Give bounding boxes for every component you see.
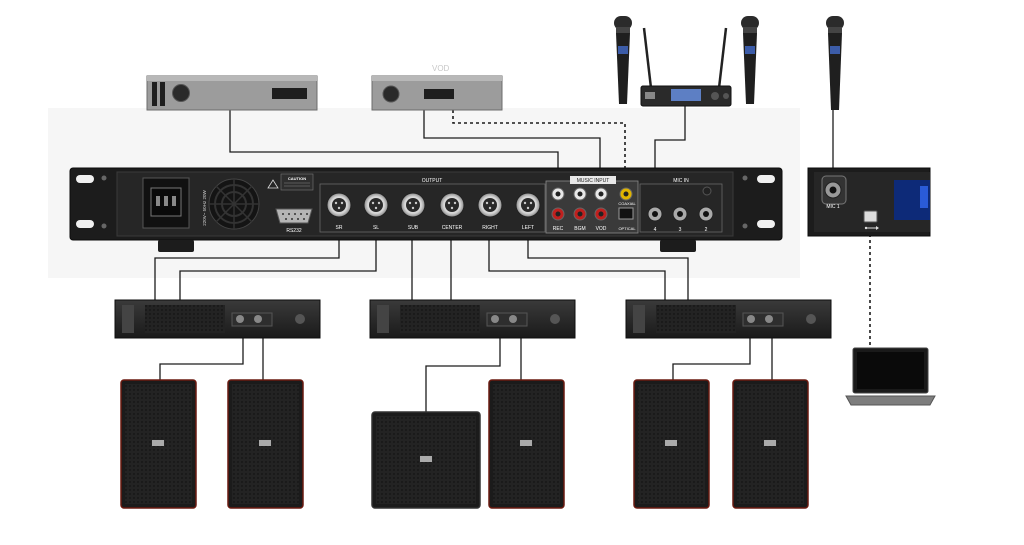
- coaxial-label: COAXIAL: [618, 201, 636, 206]
- mic-number-3: 3: [679, 227, 682, 233]
- speaker-icon: [488, 379, 565, 509]
- xlr-output-sl: [363, 192, 389, 218]
- speaker-icon: [633, 379, 710, 509]
- wireless-receiver-icon: [640, 27, 732, 107]
- mic-number-4: 4: [654, 227, 657, 233]
- coaxial-jack: [619, 187, 633, 201]
- output-label-center: CENTER: [442, 225, 463, 231]
- mic-jack-4: [647, 206, 663, 222]
- power-inlet: [142, 177, 190, 229]
- microphone-icon: [826, 16, 844, 110]
- rca-jack-bgm-white: [573, 187, 587, 201]
- rs232-label: RS232: [286, 228, 302, 234]
- ground-screw: [702, 186, 712, 196]
- rca-jack-vod-white: [594, 187, 608, 201]
- optical-port: [618, 207, 634, 220]
- xlr-output-sr: [326, 192, 352, 218]
- output-group-frame: [319, 183, 546, 233]
- source-device-1: [146, 75, 318, 111]
- xlr-output-sub: [400, 192, 426, 218]
- rca-jack-bgm-red: [573, 207, 587, 221]
- cooling-fan: [208, 178, 260, 230]
- mixer-front-panel: MIC 1: [807, 167, 931, 237]
- laptop-icon: [845, 347, 936, 406]
- power-rating: 220V~ 50Hz 20W: [202, 190, 207, 226]
- caution-label: CAUTION: [288, 176, 306, 181]
- output-label-left: LEFT: [522, 225, 534, 231]
- rs232-port: [275, 208, 313, 224]
- speaker-icon: [120, 379, 197, 509]
- speaker-icon: [732, 379, 809, 509]
- speaker-icon: [227, 379, 304, 509]
- xlr-output-right: [477, 192, 503, 218]
- mic-in-frame: [639, 183, 723, 233]
- mic-1-label: MIC 1: [826, 204, 840, 210]
- output-label-sl: SL: [373, 225, 379, 231]
- rca-label-vod: VOD: [596, 226, 607, 232]
- amplifier-icon: [369, 299, 576, 339]
- subwoofer-icon: [371, 411, 481, 509]
- usb-port: [863, 210, 878, 223]
- vod-player: VOD: [371, 64, 503, 111]
- amplifier-icon: [625, 299, 832, 339]
- vod-label: VOD: [432, 64, 450, 73]
- output-group-label: OUTPUT: [422, 178, 443, 184]
- optical-label: OPTICAL: [618, 226, 636, 231]
- output-label-sr: SR: [336, 225, 343, 231]
- music-input-label: MUSIC INPUT: [577, 178, 610, 184]
- rca-label-rec: REC: [553, 226, 564, 232]
- mic-jack-2: [698, 206, 714, 222]
- music-input-label-bg: [570, 176, 616, 184]
- mic-in-label: MIC IN: [673, 178, 689, 184]
- output-label-right: RIGHT: [482, 225, 498, 231]
- rca-jack-vod-red: [594, 207, 608, 221]
- mic-jack-3: [672, 206, 688, 222]
- caution-sticker: CAUTION: [267, 173, 314, 191]
- xlr-output-center: [439, 192, 465, 218]
- mic-number-2: 2: [705, 227, 708, 233]
- output-label-sub: SUB: [408, 225, 419, 231]
- usb-icon: [864, 226, 879, 230]
- amplifier-icon: [114, 299, 321, 339]
- cable-connections: [154, 104, 871, 412]
- microphone-icon: [741, 16, 759, 104]
- microphone-icon: [614, 16, 632, 104]
- xlr-output-left: [515, 192, 541, 218]
- mixer-rear-panel: 220V~ 50Hz 20W CAUTION: [69, 167, 783, 252]
- rca-label-bgm: BGM: [574, 226, 585, 232]
- mic-jack-1: [824, 181, 842, 199]
- rca-jack-rec-white: [551, 187, 565, 201]
- rca-jack-rec-red: [551, 207, 565, 221]
